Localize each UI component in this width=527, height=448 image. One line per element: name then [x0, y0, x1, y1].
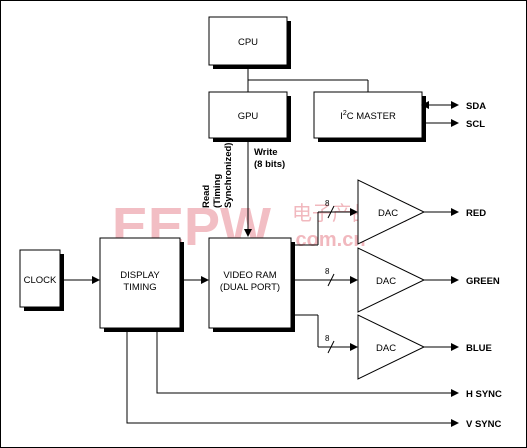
gpu-block: GPU [208, 91, 291, 142]
sda-label: SDA [466, 101, 486, 112]
clock-block: CLOCK [19, 249, 64, 311]
dac-red-label: DAC [378, 208, 398, 219]
i2c-master-label: I2C MASTER [340, 110, 396, 122]
read-label: Read [201, 185, 212, 208]
read-timing-label: (Timing [212, 174, 223, 208]
dac-red: DAC [357, 179, 426, 245]
display-label: DISPLAY [120, 270, 160, 281]
bus-width-red: 8 [325, 199, 330, 208]
read-synchronized-label: Synchronized) [223, 143, 234, 208]
dac-outputs: RED GREEN BLUE [424, 208, 500, 354]
vram-to-dac-buses [291, 205, 358, 354]
i2c-master-block: I2C MASTER [313, 91, 426, 142]
watermark-domain: .com.cn [290, 229, 366, 251]
cpu-block: CPU [208, 16, 291, 69]
blue-label: BLUE [466, 343, 492, 354]
cpu-label: CPU [238, 37, 258, 48]
vsync-label: V SYNC [466, 419, 502, 430]
i2c-lines: SDA SCL [421, 101, 486, 130]
dac-blue-label: DAC [376, 343, 396, 354]
display-timing-block: DISPLAY TIMING [99, 237, 184, 332]
green-label: GREEN [466, 276, 500, 287]
gpu-label: GPU [238, 111, 259, 122]
video-ram-label: VIDEO RAM [223, 270, 276, 281]
video-ram-block: VIDEO RAM (DUAL PORT) [208, 237, 295, 332]
dac-blue: DAC [357, 314, 426, 380]
red-label: RED [466, 208, 486, 219]
dac-green: DAC [357, 247, 426, 313]
sync-outputs: H SYNC V SYNC [126, 328, 502, 430]
dac-green-label: DAC [376, 276, 396, 287]
cpu-bus [247, 65, 369, 92]
hsync-label: H SYNC [466, 389, 502, 400]
read-annotation: Read (Timing Synchronized) [201, 143, 234, 208]
write-label: Write [254, 147, 278, 158]
clock-label: CLOCK [24, 275, 57, 286]
dual-port-label: (DUAL PORT) [220, 282, 280, 293]
bus-width-blue: 8 [325, 334, 330, 343]
bus-width-green: 8 [325, 267, 330, 276]
timing-label: TIMING [123, 282, 156, 293]
write-bits-label: (8 bits) [254, 159, 285, 170]
write-path: Write (8 bits) [244, 138, 285, 237]
scl-label: SCL [466, 119, 485, 130]
